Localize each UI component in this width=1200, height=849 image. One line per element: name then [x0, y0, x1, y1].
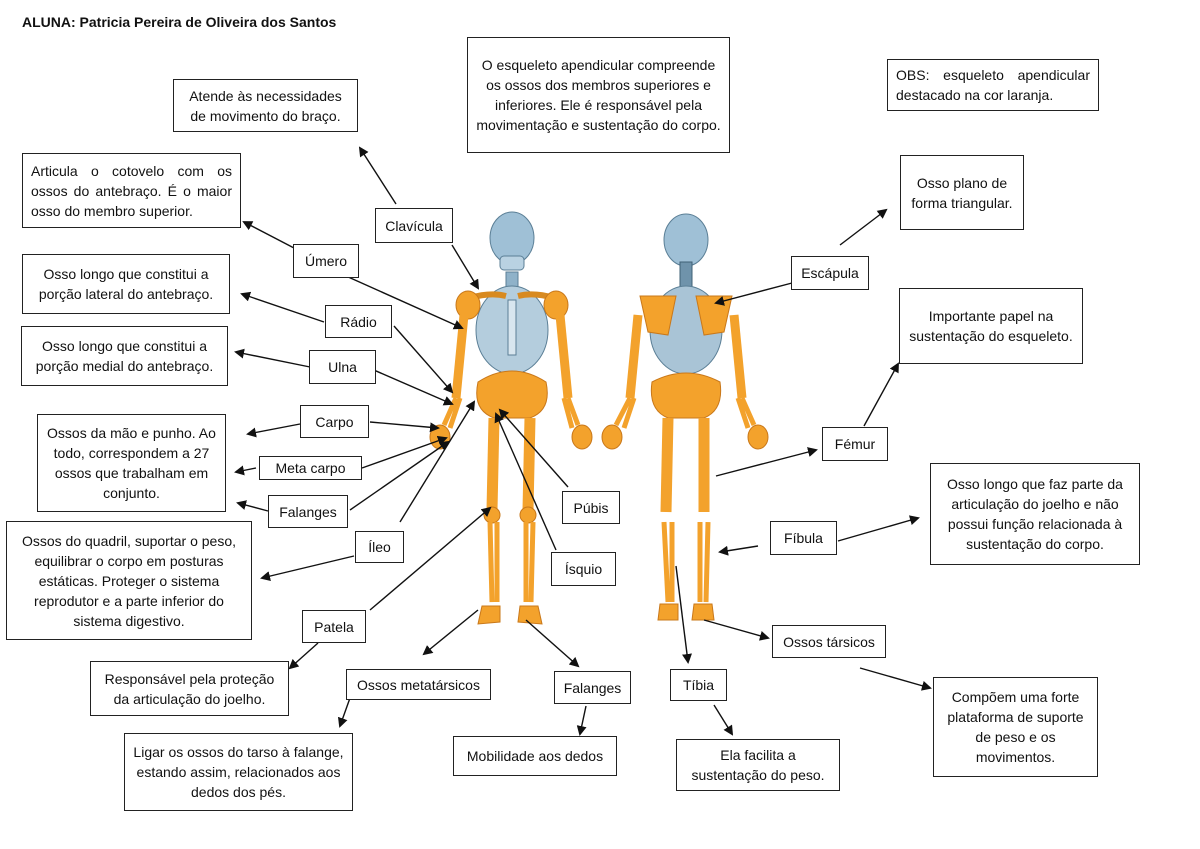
patela-description: Responsável pela proteção da articulação…: [90, 661, 289, 716]
label-radio: Rádio: [325, 305, 392, 338]
intro-box: O esqueleto apendicular compreende os os…: [467, 37, 730, 153]
clavicula-description: Atende às necessidades de movimento do b…: [173, 79, 358, 132]
label-ileo: Íleo: [355, 531, 404, 563]
label-fibula: Fíbula: [770, 521, 837, 555]
fibula-description: Osso longo que faz parte da articulação …: [930, 463, 1140, 565]
label-falanges-pe: Falanges: [554, 671, 631, 704]
label-umero: Úmero: [293, 244, 359, 278]
label-falanges-mao: Falanges: [268, 495, 348, 528]
back-skeleton: [601, 213, 769, 621]
label-ulna: Ulna: [309, 350, 376, 384]
label-pubis: Púbis: [562, 491, 620, 524]
label-tarsicos: Ossos társicos: [772, 625, 886, 658]
mao-description: Ossos da mão e punho. Ao todo, correspon…: [37, 414, 226, 512]
label-femur: Fémur: [822, 427, 888, 461]
label-isquio: Ísquio: [551, 552, 616, 586]
falanges-pe-description: Mobilidade aos dedos: [453, 736, 617, 776]
radio-description: Osso longo que constitui a porção latera…: [22, 254, 230, 314]
ulna-description: Osso longo que constitui a porção medial…: [21, 326, 228, 386]
tibia-description: Ela facilita a sustentação do peso.: [676, 739, 840, 791]
escapula-description: Osso plano de forma triangular.: [900, 155, 1024, 230]
label-tibia: Tíbia: [670, 669, 727, 701]
label-metatarsicos: Ossos metatársicos: [346, 669, 491, 700]
ileo-description: Ossos do quadril, suportar o peso, equil…: [6, 521, 252, 640]
label-carpo: Carpo: [300, 405, 369, 438]
obs-box: OBS: esqueleto apendicular destacado na …: [887, 59, 1099, 111]
femur-description: Importante papel na sustentação do esque…: [899, 288, 1083, 364]
label-metacarpo: Meta carpo: [259, 456, 362, 480]
front-skeleton: [429, 211, 593, 625]
umero-description: Articula o cotovelo com os ossos do ante…: [22, 153, 241, 228]
label-patela: Patela: [302, 610, 366, 643]
author-name: ALUNA: Patricia Pereira de Oliveira dos …: [22, 14, 337, 30]
label-clavicula: Clavícula: [375, 208, 453, 243]
metatarsicos-description: Ligar os ossos do tarso à falange, estan…: [124, 733, 353, 811]
tarsicos-description: Compõem uma forte plataforma de suporte …: [933, 677, 1098, 777]
label-escapula: Escápula: [791, 256, 869, 290]
